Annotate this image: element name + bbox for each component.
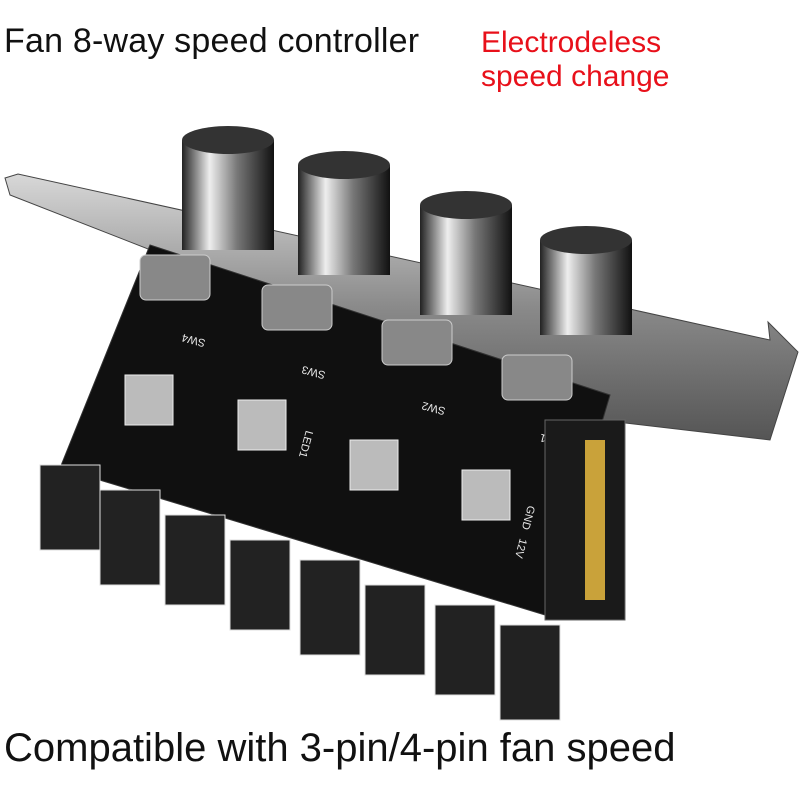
knob-sw4 — [139, 126, 274, 301]
speed-knobs — [139, 126, 632, 401]
knob-label-sw2: SW2 — [421, 399, 447, 417]
fan-headers — [39, 464, 561, 721]
knob-label-sw3: SW3 — [301, 363, 327, 381]
highlight-line-2: speed change — [481, 60, 670, 93]
highlight-line-1: Electrodeless — [481, 26, 662, 59]
board-label-12v: 12V — [512, 537, 529, 560]
knob-label-sw4: SW4 — [181, 331, 207, 349]
knob-sw2 — [381, 191, 512, 366]
mosfets — [124, 374, 511, 521]
product-title: Fan 8-way speed controller — [4, 22, 420, 60]
knob-sw1 — [501, 226, 632, 401]
compatibility-caption: Compatible with 3-pin/4-pin fan speed — [4, 726, 676, 770]
knob-sw3 — [261, 151, 390, 331]
highlight-text: Electrodeless speed change — [481, 26, 670, 94]
